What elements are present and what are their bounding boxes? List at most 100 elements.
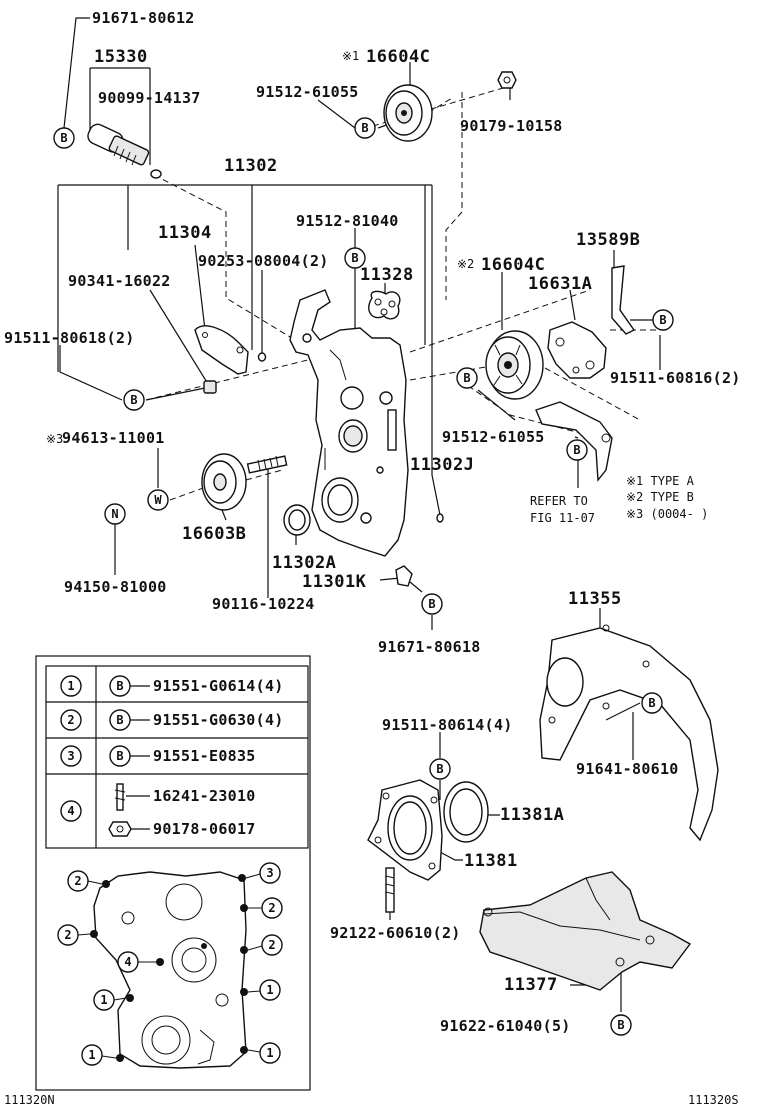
legend-row-2: 2 B 91551-G0630(4): [60, 709, 284, 731]
oil-control-valve-15330: [87, 123, 162, 179]
label-91622-61040: 91622-61040(5): [440, 1017, 571, 1035]
svg-text:3: 3: [67, 749, 74, 763]
svg-text:3: 3: [266, 866, 273, 880]
label-91512-81040: 91512-81040: [296, 212, 399, 230]
note-type-b: ※2 TYPE B: [626, 490, 694, 504]
label-91671-80612: 91671-80612: [92, 9, 195, 27]
svg-text:B: B: [573, 443, 580, 457]
oil-seal-11302a: [283, 504, 311, 536]
svg-text:B: B: [648, 696, 655, 710]
plug-90341: [203, 380, 217, 394]
label-90341-16022: 90341-16022: [68, 272, 171, 290]
gasket-11328: [368, 290, 401, 320]
legend-part-91551-e0835: 91551-E0835: [153, 747, 256, 765]
svg-text:1: 1: [266, 983, 273, 997]
svg-text:N: N: [111, 507, 118, 521]
note-mark-1: ※1: [342, 49, 359, 63]
label-11302: 11302: [224, 156, 278, 176]
svg-text:B: B: [436, 762, 443, 776]
location-callouts: 2 3 2 2 2 4 1 1 1 1: [57, 862, 283, 1066]
label-92122-60610: 92122-60610(2): [330, 924, 461, 942]
svg-text:B: B: [130, 393, 137, 407]
svg-text:1: 1: [266, 1046, 273, 1060]
cover-11377: [479, 871, 692, 991]
part-shapes: [87, 71, 719, 991]
dowel-11302j: [436, 513, 444, 523]
legend-part-91551-g0614: 91551-G0614(4): [153, 677, 284, 695]
footer-left-code: 111320N: [4, 1093, 55, 1107]
legend-row-4: 4 16241-23010 90178-06017: [60, 783, 256, 838]
part-labels: 91671-80612 15330 90099-14137 ※1 16604C …: [4, 9, 740, 1035]
idler-pulley-16604c-mid: [485, 330, 544, 400]
nut-90179: [497, 71, 517, 89]
svg-text:1: 1: [88, 1048, 95, 1062]
svg-text:B: B: [659, 313, 666, 327]
oil-seal-11381a: [443, 781, 489, 843]
svg-text:2: 2: [268, 938, 275, 952]
svg-text:2: 2: [268, 901, 275, 915]
label-91641-80610: 91641-80610: [576, 760, 679, 778]
svg-text:B: B: [463, 371, 470, 385]
svg-text:W: W: [154, 493, 162, 507]
fastener-symbols: B B B B B B B B B B B W N: [53, 117, 674, 1036]
svg-text:B: B: [428, 597, 435, 611]
idler-pulley-16604c-top: [383, 84, 433, 142]
label-16604c-1: 16604C: [366, 47, 430, 67]
bolt-symbol-b: B: [429, 758, 451, 780]
legend-part-90178-06017: 90178-06017: [153, 820, 256, 838]
cap-11301k: [395, 565, 413, 587]
washer-symbol-w: W: [147, 489, 169, 511]
legend-part-16241-23010: 16241-23010: [153, 787, 256, 805]
label-90179-10158: 90179-10158: [460, 117, 563, 135]
figure-reference: FIG 11-07: [530, 511, 595, 525]
label-90116-10224: 90116-10224: [212, 595, 315, 613]
bracket-refer: [535, 401, 613, 482]
label-11328: 11328: [360, 265, 414, 285]
bolt-symbol-b: B: [566, 439, 588, 461]
bolt-symbol-b: B: [641, 692, 663, 714]
bolt-symbol-b: B: [354, 117, 376, 139]
label-15330: 15330: [94, 47, 148, 67]
svg-text:B: B: [116, 749, 123, 763]
label-11377: 11377: [504, 975, 558, 995]
label-11302a: 11302A: [272, 553, 336, 573]
label-91511-80618: 91511-80618(2): [4, 329, 135, 347]
bracket-13589b: [611, 265, 636, 335]
bolt-symbol-b: B: [421, 593, 443, 615]
svg-text:B: B: [60, 131, 67, 145]
bolt-symbol-b: B: [344, 247, 366, 269]
svg-text:1: 1: [100, 993, 107, 1007]
refer-to-text: REFER TO: [530, 494, 588, 508]
end-plate-11355: [539, 624, 719, 842]
stud-92122: [385, 867, 395, 913]
legend-row-3: 3 B 91551-E0835: [60, 745, 256, 767]
label-11301k: 11301K: [302, 572, 367, 592]
label-94613-11001: 94613-11001: [62, 429, 165, 447]
svg-text:2: 2: [67, 713, 74, 727]
svg-text:B: B: [361, 121, 368, 135]
label-16604c-2: 16604C: [481, 255, 545, 275]
note-range: ※3 (0004- ): [626, 507, 708, 521]
cover-11304: [194, 325, 249, 375]
label-91511-80614: 91511-80614(4): [382, 716, 513, 734]
label-90099-14137: 90099-14137: [98, 89, 201, 107]
svg-text:B: B: [116, 713, 123, 727]
svg-text:2: 2: [64, 928, 71, 942]
footer-right-code: 111320S: [688, 1093, 739, 1107]
label-11302j: 11302J: [410, 455, 474, 475]
label-11381a: 11381A: [500, 805, 564, 825]
legend-part-91551-g0630: 91551-G0630(4): [153, 711, 284, 729]
svg-text:B: B: [116, 679, 123, 693]
nut-symbol-n: N: [104, 503, 126, 525]
bolt-legend-table: 1 B 91551-G0614(4) 2 B 91551-G0630(4) 3 …: [35, 655, 311, 1091]
note-mark-2: ※2: [457, 257, 474, 271]
bolt-symbol-b: B: [610, 1014, 632, 1036]
svg-text:B: B: [351, 251, 358, 265]
label-13589b: 13589B: [576, 230, 640, 250]
label-91512-61055-mid: 91512-61055: [442, 428, 545, 446]
label-11304: 11304: [158, 223, 212, 243]
bolt-symbol-b: B: [53, 127, 75, 149]
label-91512-61055-top: 91512-61055: [256, 83, 359, 101]
label-94150-81000: 94150-81000: [64, 578, 167, 596]
bracket-16631a: [547, 321, 607, 379]
